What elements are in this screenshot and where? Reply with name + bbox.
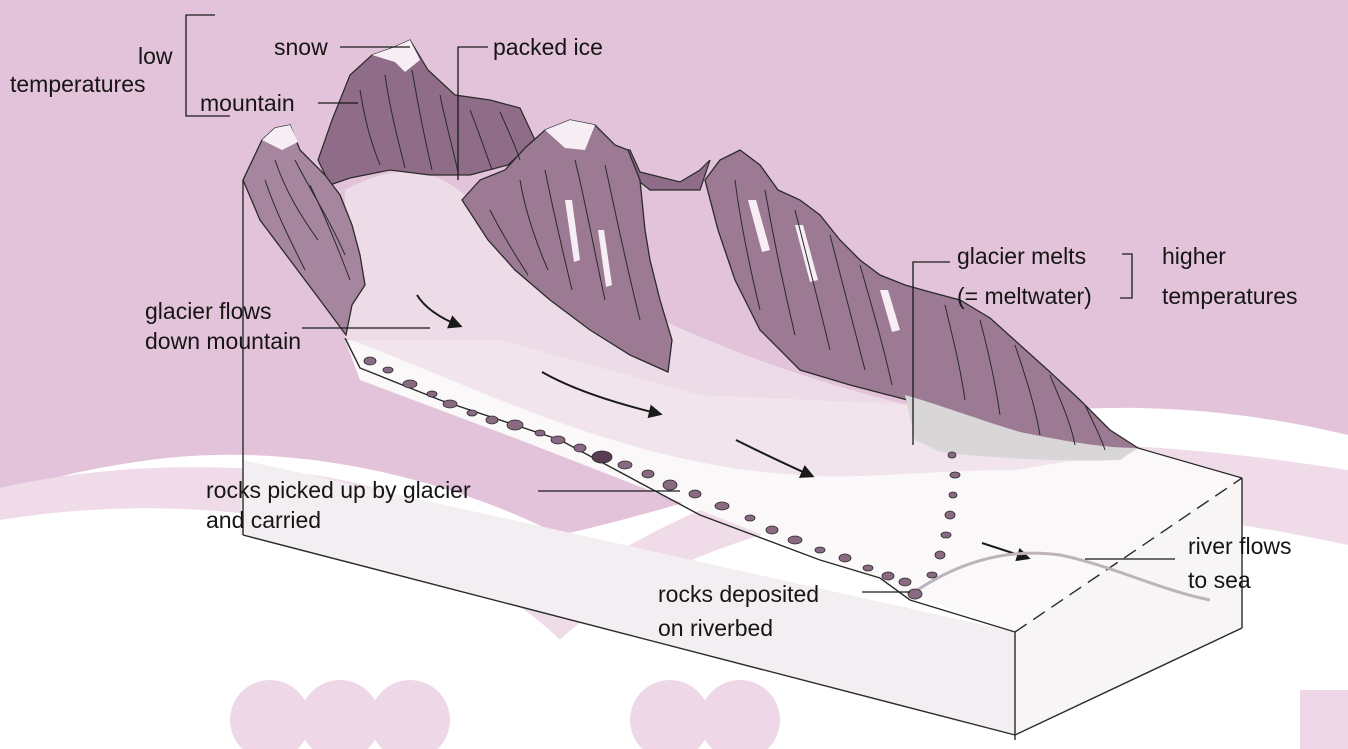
label-packed-ice: packed ice <box>493 33 603 61</box>
label-low: low <box>138 42 173 70</box>
label-higher: higher <box>1162 242 1226 270</box>
rock <box>949 492 957 498</box>
rock <box>745 515 755 521</box>
rock <box>766 526 778 534</box>
rock <box>715 502 729 510</box>
label-mountain: mountain <box>200 89 295 117</box>
rock <box>815 547 825 553</box>
rock <box>948 452 956 458</box>
rock <box>863 565 873 571</box>
rock <box>950 472 960 478</box>
label-rocks-deposited: rocks deposited <box>658 580 819 608</box>
rock <box>899 578 911 586</box>
label-snow: snow <box>274 33 328 61</box>
bg-block <box>1300 690 1348 749</box>
rock <box>364 357 376 365</box>
label-and-carried: and carried <box>206 506 321 534</box>
rock <box>486 416 498 424</box>
rock <box>551 436 565 444</box>
label-down-mountain: down mountain <box>145 327 301 355</box>
rock <box>927 572 937 578</box>
rock <box>788 536 802 544</box>
rock <box>574 444 586 452</box>
label-rocks-picked-up: rocks picked up by glacier <box>206 476 471 504</box>
rock <box>383 367 393 373</box>
rock <box>507 420 523 430</box>
rock <box>592 451 612 463</box>
rock <box>882 572 894 580</box>
rock <box>908 589 922 599</box>
rock <box>839 554 851 562</box>
rock <box>663 480 677 490</box>
label-river-flows: river flows <box>1188 532 1292 560</box>
rock <box>642 470 654 478</box>
rock <box>443 400 457 408</box>
label-low-temperatures: temperatures <box>10 70 146 98</box>
rock <box>935 551 945 559</box>
label-glacier-flows: glacier flows <box>145 297 272 325</box>
rock <box>945 511 955 519</box>
label-on-riverbed: on riverbed <box>658 614 773 642</box>
rock <box>427 391 437 397</box>
rock <box>467 410 477 416</box>
label-meltwater: (= meltwater) <box>957 282 1092 310</box>
rock <box>535 430 545 436</box>
rock <box>941 532 951 538</box>
rock <box>618 461 632 469</box>
rock <box>403 380 417 388</box>
rock <box>689 490 701 498</box>
label-glacier-melts: glacier melts <box>957 242 1086 270</box>
label-higher-temperatures: temperatures <box>1162 282 1298 310</box>
label-to-sea: to sea <box>1188 566 1251 594</box>
